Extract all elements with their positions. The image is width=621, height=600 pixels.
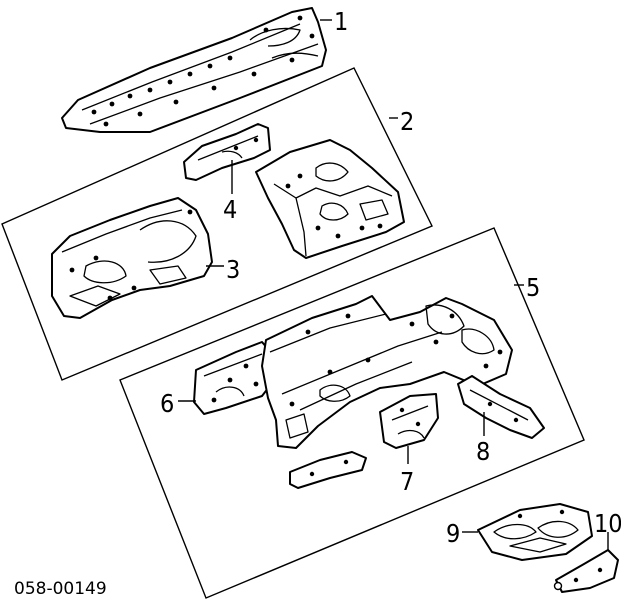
diagram-code: 058-00149 xyxy=(14,579,107,599)
callout-1: 1 xyxy=(334,7,348,36)
part-10-bracket xyxy=(553,549,619,593)
part-1-upper-rail xyxy=(61,7,327,133)
group-box-5 xyxy=(119,227,585,599)
small-tab xyxy=(289,451,367,489)
callout-2: 2 xyxy=(400,107,414,136)
part-8-bracket xyxy=(457,375,545,439)
part-9-plate xyxy=(477,503,593,561)
callout-3: 3 xyxy=(226,255,240,284)
callout-10: 10 xyxy=(594,509,621,538)
callout-8: 8 xyxy=(476,437,490,466)
part-4-bracket xyxy=(183,123,271,181)
group-box-2 xyxy=(1,67,433,381)
part-6-reinforcement xyxy=(193,341,277,415)
callout-4: 4 xyxy=(223,195,237,224)
part-2-housing xyxy=(255,139,405,259)
callout-7: 7 xyxy=(400,467,414,496)
callout-5: 5 xyxy=(526,273,540,302)
callout-9: 9 xyxy=(446,519,460,548)
callout-6: 6 xyxy=(160,389,174,418)
part-3-apron xyxy=(51,197,213,319)
part-7-gusset xyxy=(379,393,439,449)
